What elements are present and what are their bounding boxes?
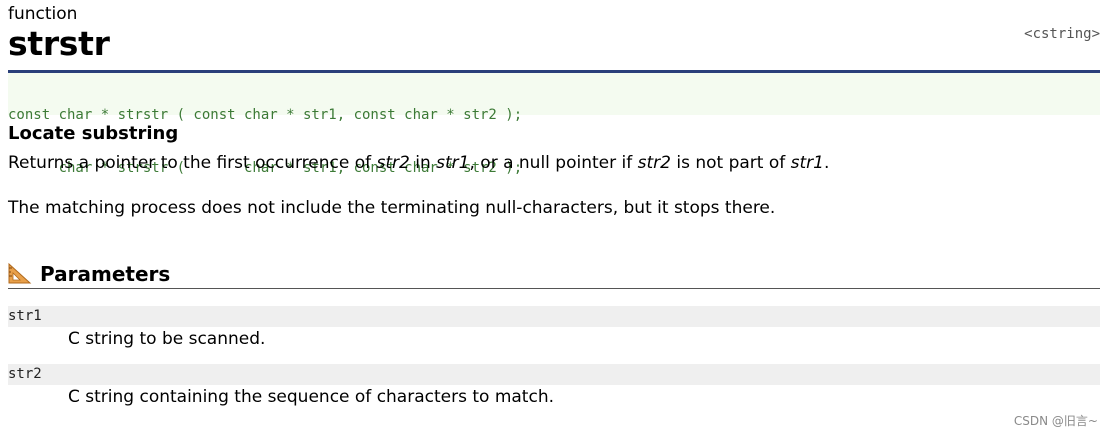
param-name-str1: str1 — [8, 306, 1100, 327]
param-desc-str1: C string to be scanned. — [68, 329, 266, 349]
text-segment: in — [409, 153, 437, 173]
param-ref: str2 — [637, 153, 671, 173]
description-paragraph-2: The matching process does not include th… — [8, 198, 776, 218]
text-segment: , or a null pointer if — [469, 153, 638, 173]
param-name-str2: str2 — [8, 364, 1100, 385]
parameters-section-header: Parameters — [8, 260, 1100, 289]
header-divider — [8, 70, 1100, 73]
text-segment: . — [823, 153, 830, 173]
page-title: strstr — [8, 24, 110, 63]
prototype-line-1: const char * strstr ( const char * str1,… — [8, 107, 523, 123]
param-desc-str2: C string containing the sequence of char… — [68, 387, 554, 407]
text-segment: is not part of — [670, 153, 791, 173]
description-paragraph-1: Returns a pointer to the first occurrenc… — [8, 152, 829, 174]
ruler-triangle-icon — [8, 262, 32, 284]
parameters-title: Parameters — [40, 262, 171, 286]
watermark: CSDN @旧言~ — [1013, 414, 1098, 428]
function-prototype: const char * strstr ( const char * str1,… — [8, 73, 1100, 176]
text-segment: Returns a pointer to the first occurrenc… — [8, 153, 377, 173]
param-ref: str1 — [436, 153, 470, 173]
prototype-line-2: char * strstr ( char * str1, const char … — [8, 160, 523, 176]
entity-kind: function — [8, 4, 78, 24]
header-library-link[interactable]: <cstring> — [1024, 26, 1100, 42]
description-subtitle: Locate substring — [8, 123, 179, 144]
param-ref: str2 — [376, 153, 410, 173]
param-ref: str1 — [790, 153, 824, 173]
